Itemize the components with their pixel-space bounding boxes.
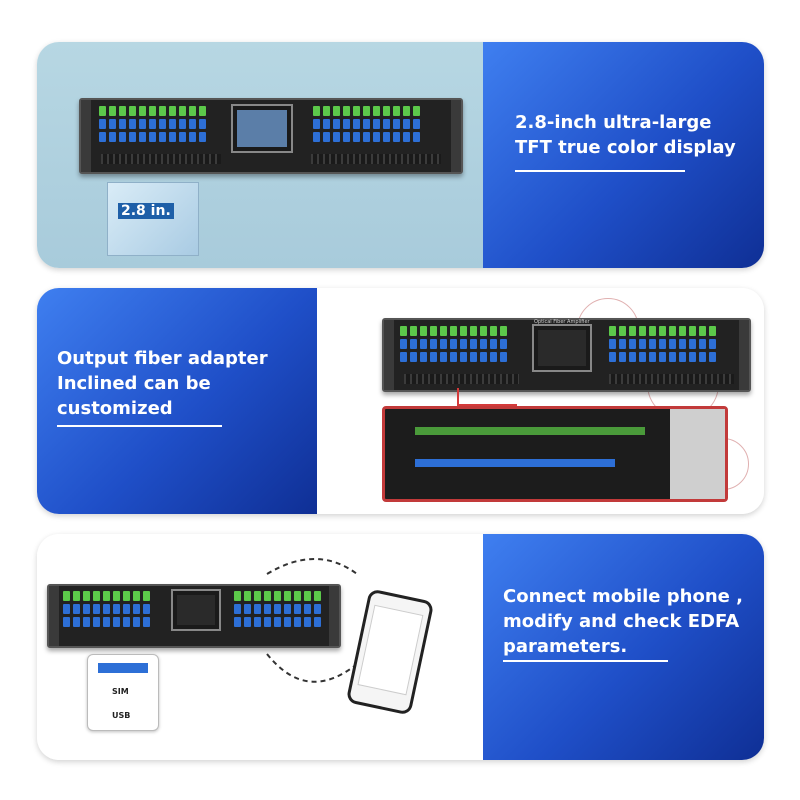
fiber-port xyxy=(139,106,146,142)
fiber-port xyxy=(189,106,196,142)
fiber-port xyxy=(383,106,390,142)
caption-area: 2.8-inch ultra-large TFT true color disp… xyxy=(483,42,764,268)
fiber-port xyxy=(109,106,116,142)
fiber-port xyxy=(73,591,80,627)
fiber-port xyxy=(133,591,140,627)
port-bank-right xyxy=(234,591,321,627)
fiber-port xyxy=(103,591,110,627)
fiber-port xyxy=(400,326,407,362)
fiber-port xyxy=(669,326,676,362)
fiber-port xyxy=(619,326,626,362)
fiber-port xyxy=(353,106,360,142)
fiber-port xyxy=(629,326,636,362)
port-bank-left xyxy=(99,106,206,142)
fiber-port xyxy=(143,591,150,627)
edfa-device-image xyxy=(79,98,463,174)
usb-label: USB xyxy=(112,711,131,720)
fiber-port xyxy=(460,326,467,362)
fiber-port xyxy=(659,326,666,362)
fiber-port xyxy=(440,326,447,362)
fiber-port xyxy=(490,326,497,362)
screen-zoom-inset: 2.8 in. xyxy=(107,182,199,256)
device-photo-area: SIM USB xyxy=(37,534,483,760)
caption-text: Connect mobile phone , modify and check … xyxy=(503,586,743,657)
sim-label: SIM xyxy=(112,687,129,696)
fiber-port xyxy=(83,591,90,627)
fiber-port xyxy=(470,326,477,362)
display-feature-panel: 2.8 in. 2.8-inch ultra-large TFT true co… xyxy=(37,42,764,268)
fiber-port xyxy=(254,591,261,627)
edfa-device-image: Optical Fiber Amplifier xyxy=(382,318,751,392)
fiber-port xyxy=(480,326,487,362)
fiber-port xyxy=(420,326,427,362)
fiber-port xyxy=(639,326,646,362)
port-bank-right xyxy=(609,326,716,362)
fiber-port xyxy=(113,591,120,627)
fiber-port xyxy=(333,106,340,142)
fiber-port xyxy=(179,106,186,142)
fiber-port xyxy=(313,106,320,142)
caption-underline xyxy=(57,425,222,427)
fiber-port xyxy=(410,326,417,362)
sim-usb-inset: SIM USB xyxy=(87,654,159,731)
fiber-port xyxy=(373,106,380,142)
fiber-port xyxy=(123,591,130,627)
fiber-port xyxy=(284,591,291,627)
fiber-port xyxy=(129,106,136,142)
fiber-port xyxy=(403,106,410,142)
device-photo-area: Optical Fiber Amplifier xyxy=(317,288,764,514)
fiber-port xyxy=(63,591,70,627)
adapter-closeup xyxy=(382,406,728,502)
fiber-port xyxy=(500,326,507,362)
fiber-port xyxy=(343,106,350,142)
caption-underline xyxy=(503,660,668,662)
fiber-port xyxy=(430,326,437,362)
fiber-port xyxy=(393,106,400,142)
fiber-port xyxy=(234,591,241,627)
fiber-port xyxy=(649,326,656,362)
mobile-feature-panel: SIM USB Connect mobile phone , modify an… xyxy=(37,534,764,760)
tft-screen xyxy=(532,324,592,372)
fiber-port xyxy=(304,591,311,627)
fiber-port xyxy=(699,326,706,362)
port-bank-left xyxy=(400,326,507,362)
adapter-feature-panel: Output fiber adapter Inclined can be cus… xyxy=(37,288,764,514)
fiber-port xyxy=(93,591,100,627)
port-bank-left xyxy=(63,591,150,627)
caption-area: Output fiber adapter Inclined can be cus… xyxy=(37,288,317,514)
fiber-port xyxy=(169,106,176,142)
fiber-port xyxy=(294,591,301,627)
fiber-port xyxy=(323,106,330,142)
fiber-port xyxy=(689,326,696,362)
connection-arrows xyxy=(266,558,358,683)
tft-screen xyxy=(231,104,293,153)
fiber-port xyxy=(264,591,271,627)
caption-text: Output fiber adapter Inclined can be cus… xyxy=(57,348,268,419)
fiber-port xyxy=(314,591,321,627)
fiber-port xyxy=(149,106,156,142)
screen-title: Optical Fiber Amplifier xyxy=(534,319,590,325)
fiber-port xyxy=(99,106,106,142)
screen-size-label: 2.8 in. xyxy=(118,203,174,219)
edfa-device-image xyxy=(47,584,341,648)
caption-text: 2.8-inch ultra-large TFT true color disp… xyxy=(515,112,736,158)
tft-screen xyxy=(171,589,221,631)
fiber-port xyxy=(709,326,716,362)
fiber-port xyxy=(363,106,370,142)
fiber-port xyxy=(413,106,420,142)
fiber-port xyxy=(609,326,616,362)
fiber-port xyxy=(274,591,281,627)
fiber-port xyxy=(450,326,457,362)
device-photo-area: 2.8 in. xyxy=(37,42,483,268)
fiber-port xyxy=(199,106,206,142)
fiber-port xyxy=(159,106,166,142)
fiber-port xyxy=(679,326,686,362)
fiber-port xyxy=(244,591,251,627)
port-bank-right xyxy=(313,106,420,142)
caption-area: Connect mobile phone , modify and check … xyxy=(483,534,764,760)
fiber-port xyxy=(119,106,126,142)
caption-underline xyxy=(515,170,685,172)
